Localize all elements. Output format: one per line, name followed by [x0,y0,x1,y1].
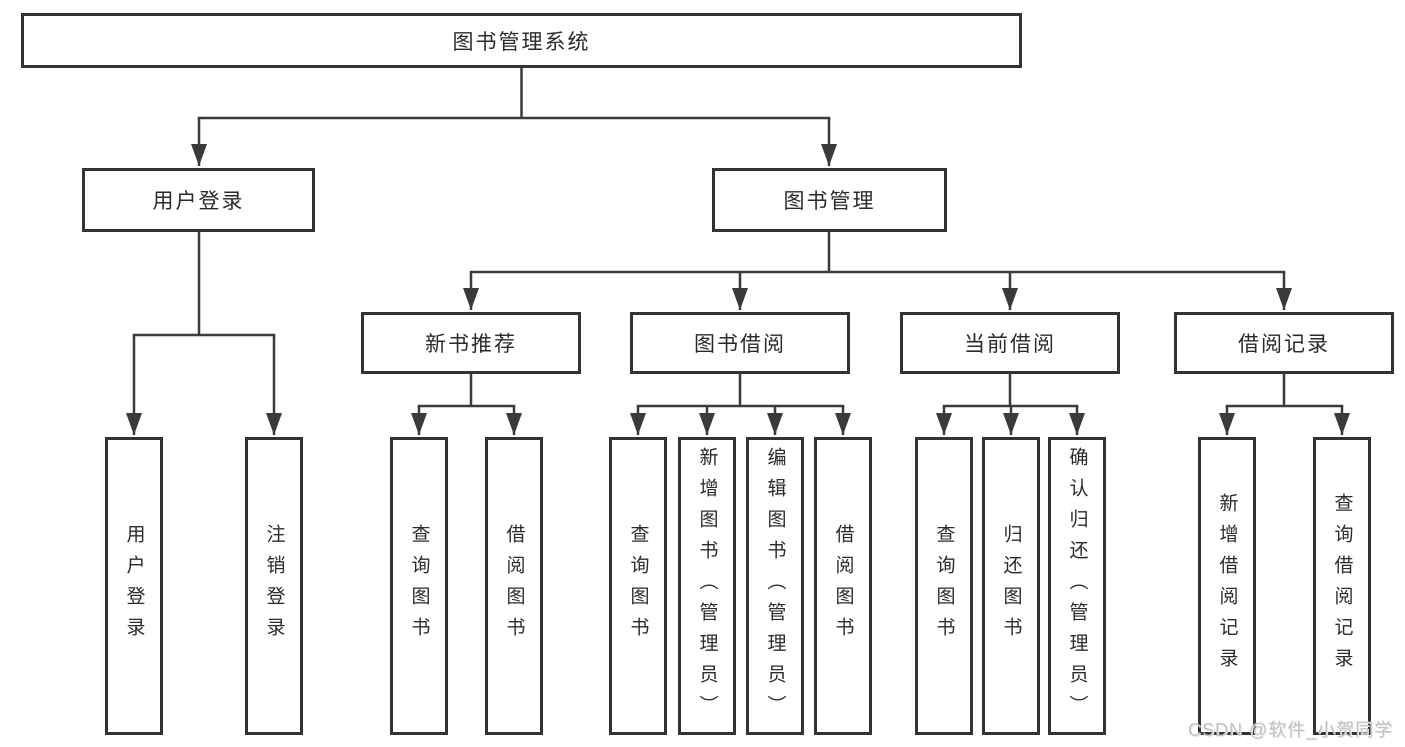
leaf-confirm-return-admin: 确认归还（管理员） [1048,437,1106,735]
leaf-add-book-admin: 新增图书（管理员） [678,437,736,735]
node-library-management-system: 图书管理系统 [21,13,1022,68]
leaf-logout: 注销登录 [245,437,303,735]
leaf-query-borrow-record: 查询借阅记录 [1313,437,1371,735]
leaf-edit-book-admin: 编辑图书（管理员） [746,437,804,735]
leaf-borrow-books-recommend: 借阅图书 [485,437,543,735]
leaf-query-books-current: 查询图书 [915,437,973,735]
leaf-query-books-recommend: 查询图书 [390,437,448,735]
node-book-management: 图书管理 [712,168,947,232]
leaf-query-books-borrowing: 查询图书 [609,437,667,735]
leaf-borrow-books-borrowing: 借阅图书 [814,437,872,735]
node-borrow-records: 借阅记录 [1174,312,1394,374]
leaf-return-books: 归还图书 [982,437,1040,735]
node-user-login: 用户登录 [82,168,315,232]
node-book-borrowing: 图书借阅 [630,312,850,374]
watermark: CSDN @软件_小贺同学 [1188,720,1394,740]
leaf-user-login: 用户登录 [105,437,163,735]
node-new-book-recommend: 新书推荐 [361,312,581,374]
leaf-add-borrow-record: 新增借阅记录 [1198,437,1256,735]
node-current-borrowing: 当前借阅 [900,312,1120,374]
